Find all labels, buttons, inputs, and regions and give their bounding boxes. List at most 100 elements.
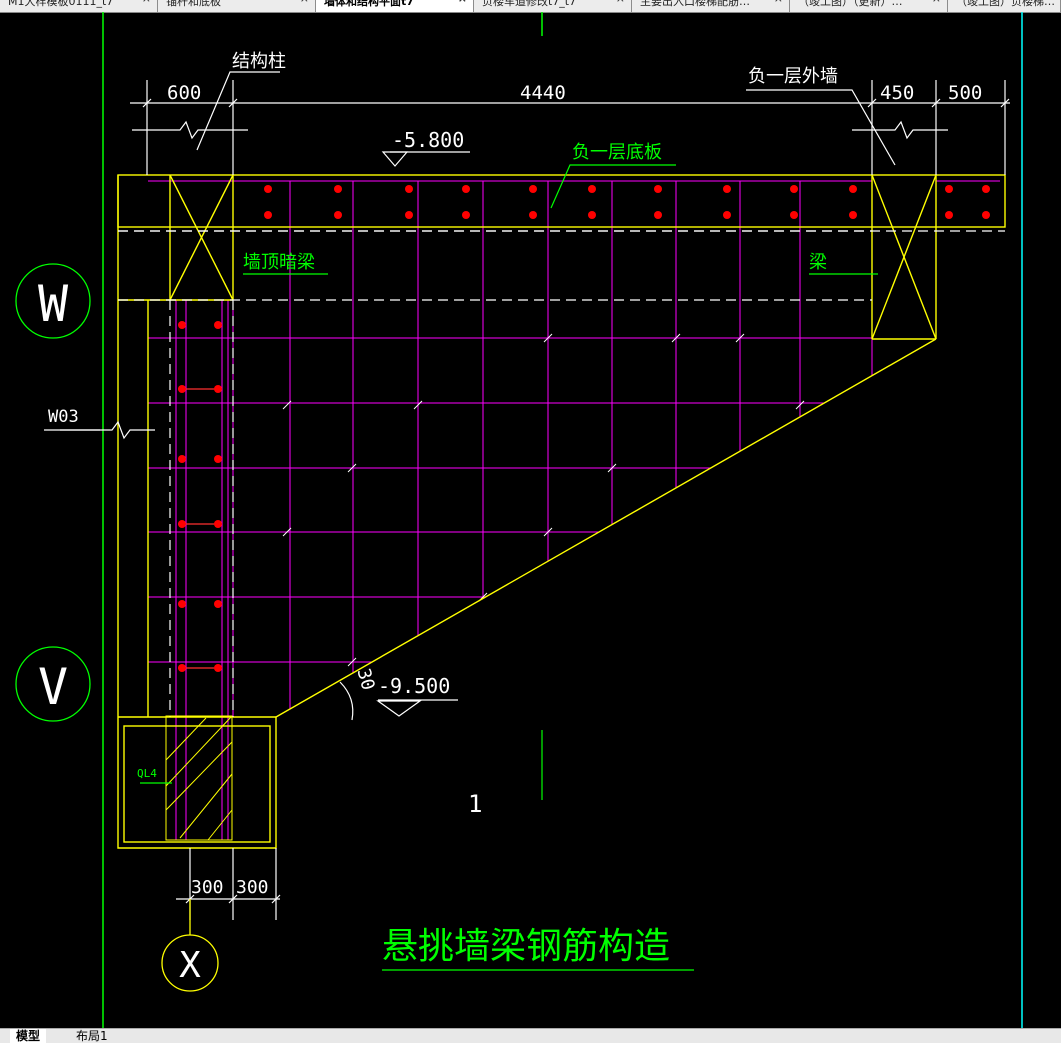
tab-m1-detail-template[interactable]: M1大样模板0111_t7 × (0, 0, 158, 12)
rebar-dot (214, 455, 222, 463)
grid-tick (607, 463, 617, 473)
rebar-dot (790, 211, 798, 219)
tab-label: M1大样模板0111_t7 (8, 0, 114, 8)
rebar-dots (178, 185, 990, 672)
rebar-dot (214, 520, 222, 528)
grid-tick (671, 333, 681, 343)
tab-label: 墙体和结构平面t7 (324, 0, 414, 8)
rebar-dot (462, 211, 470, 219)
tab-label: 主要出入口楼梯配筋… (640, 0, 750, 8)
rebar-dot (790, 185, 798, 193)
document-tab-bar: M1大样模板0111_t7 × 锚杆和底板× 墙体和结构平面t7 × 负楼车道修改t… (0, 0, 1061, 13)
rebar-dot (529, 211, 537, 219)
tab-as-built-updated[interactable]: （竣工图）（更新）… × (790, 0, 948, 12)
rebar-dot (588, 185, 596, 193)
tab-label: （竣工图）（更新）… (798, 0, 903, 8)
angle-value: 30 (353, 666, 379, 692)
rebar-dot (405, 211, 413, 219)
rebar-dot (588, 211, 596, 219)
tab-anchor-and-floor[interactable]: 锚杆和底板× (158, 0, 316, 12)
rebar-dot (178, 664, 186, 672)
leader-lines-green (140, 164, 878, 971)
grid-tick (282, 400, 292, 410)
wall-tag-w03: W03 (48, 407, 79, 427)
dimension-600: 600 (167, 82, 201, 104)
rebar-dot (723, 185, 731, 193)
grid-axis-x: X (179, 945, 201, 986)
grid-tick (735, 333, 745, 343)
beam-outline (117, 174, 1006, 849)
angle-arc (339, 681, 354, 721)
grid-tick (282, 527, 292, 537)
tab-entrance-stair-rebar[interactable]: 主要出入口楼梯配筋… × (632, 0, 790, 12)
close-icon[interactable]: × (774, 0, 783, 4)
cad-drawing-canvas[interactable]: 600 4440 450 500 300 300 结构柱 负一层外墙 -5.80… (0, 12, 1061, 1028)
detail-number: 1 (468, 790, 482, 818)
tab-wall-structure-plan[interactable]: 墙体和结构平面t7 × (316, 0, 474, 12)
grid-tick (795, 400, 805, 410)
rebar-dot (264, 185, 272, 193)
dimension-300-left: 300 (191, 877, 224, 898)
frame-lines (102, 12, 1023, 1028)
close-icon[interactable]: × (300, 0, 309, 4)
dimension-450: 450 (880, 82, 914, 104)
grid-tick (347, 463, 357, 473)
close-icon[interactable]: × (932, 0, 941, 4)
rebar-dot (214, 664, 222, 672)
ql4-label: QL4 (137, 767, 157, 780)
rebar-dot (982, 185, 990, 193)
dimension-500: 500 (948, 82, 982, 104)
grid-axis-bubbles (15, 263, 219, 992)
grid-tick (543, 333, 553, 343)
rebar-dot (849, 185, 857, 193)
rebar-grid (148, 180, 1000, 840)
tab-label: （竣工图）负楼梯… (956, 0, 1055, 8)
close-icon[interactable]: × (458, 0, 467, 4)
grid-axis-w: W (38, 275, 69, 333)
rebar-dot (334, 185, 342, 193)
tab-model[interactable]: 模型 (10, 1029, 47, 1043)
grid-axis-v: V (38, 658, 68, 716)
grid-tick (543, 527, 553, 537)
rebar-dot (214, 600, 222, 608)
layout-tab-bar: 模型 布局1 (0, 1028, 1061, 1043)
leader-lines (196, 71, 896, 701)
rebar-dot (178, 455, 186, 463)
rebar-dot (982, 211, 990, 219)
rebar-dot (178, 321, 186, 329)
rebar-dot (849, 211, 857, 219)
wall-top-hidden-beam-label: 墙顶暗梁 (243, 252, 315, 273)
rebar-dot (723, 211, 731, 219)
basement-exterior-wall-label: 负一层外墙 (748, 66, 838, 87)
dashed-lines (118, 230, 1005, 717)
dimension-300-right: 300 (236, 877, 269, 898)
rebar-dot (405, 185, 413, 193)
rebar-dot (178, 385, 186, 393)
rebar-dot (462, 185, 470, 193)
tab-as-built-basement-stair[interactable]: （竣工图）负楼梯… (948, 0, 1061, 12)
beam-label: 梁 (809, 252, 827, 273)
rebar-dot (178, 600, 186, 608)
close-icon[interactable]: × (142, 0, 151, 4)
rebar-dot (654, 185, 662, 193)
elevation-markers (376, 151, 422, 717)
detail-title: 悬挑墙梁钢筋构造 (382, 926, 670, 967)
rebar-dot (334, 211, 342, 219)
rebar-dot (654, 211, 662, 219)
elevation-top: -5.800 (392, 128, 464, 152)
rebar-dot (529, 185, 537, 193)
rebar-dot (945, 185, 953, 193)
rebar-dot (264, 211, 272, 219)
grid-tick (347, 657, 357, 667)
rebar-dot (214, 385, 222, 393)
ql4-hatch (165, 715, 233, 841)
tab-layout1[interactable]: 布局1 (76, 1029, 108, 1043)
rebar-dot (178, 520, 186, 528)
close-icon[interactable]: × (616, 0, 625, 4)
structural-column-label: 结构柱 (232, 51, 286, 72)
basement-floor-slab-label: 负一层底板 (572, 142, 662, 163)
tab-label: 负楼车道修改t7_t7 (482, 0, 577, 8)
dimension-4440: 4440 (520, 82, 566, 104)
tab-basement-ramp[interactable]: 负楼车道修改t7_t7 × (474, 0, 632, 12)
elevation-bottom: -9.500 (378, 674, 450, 698)
